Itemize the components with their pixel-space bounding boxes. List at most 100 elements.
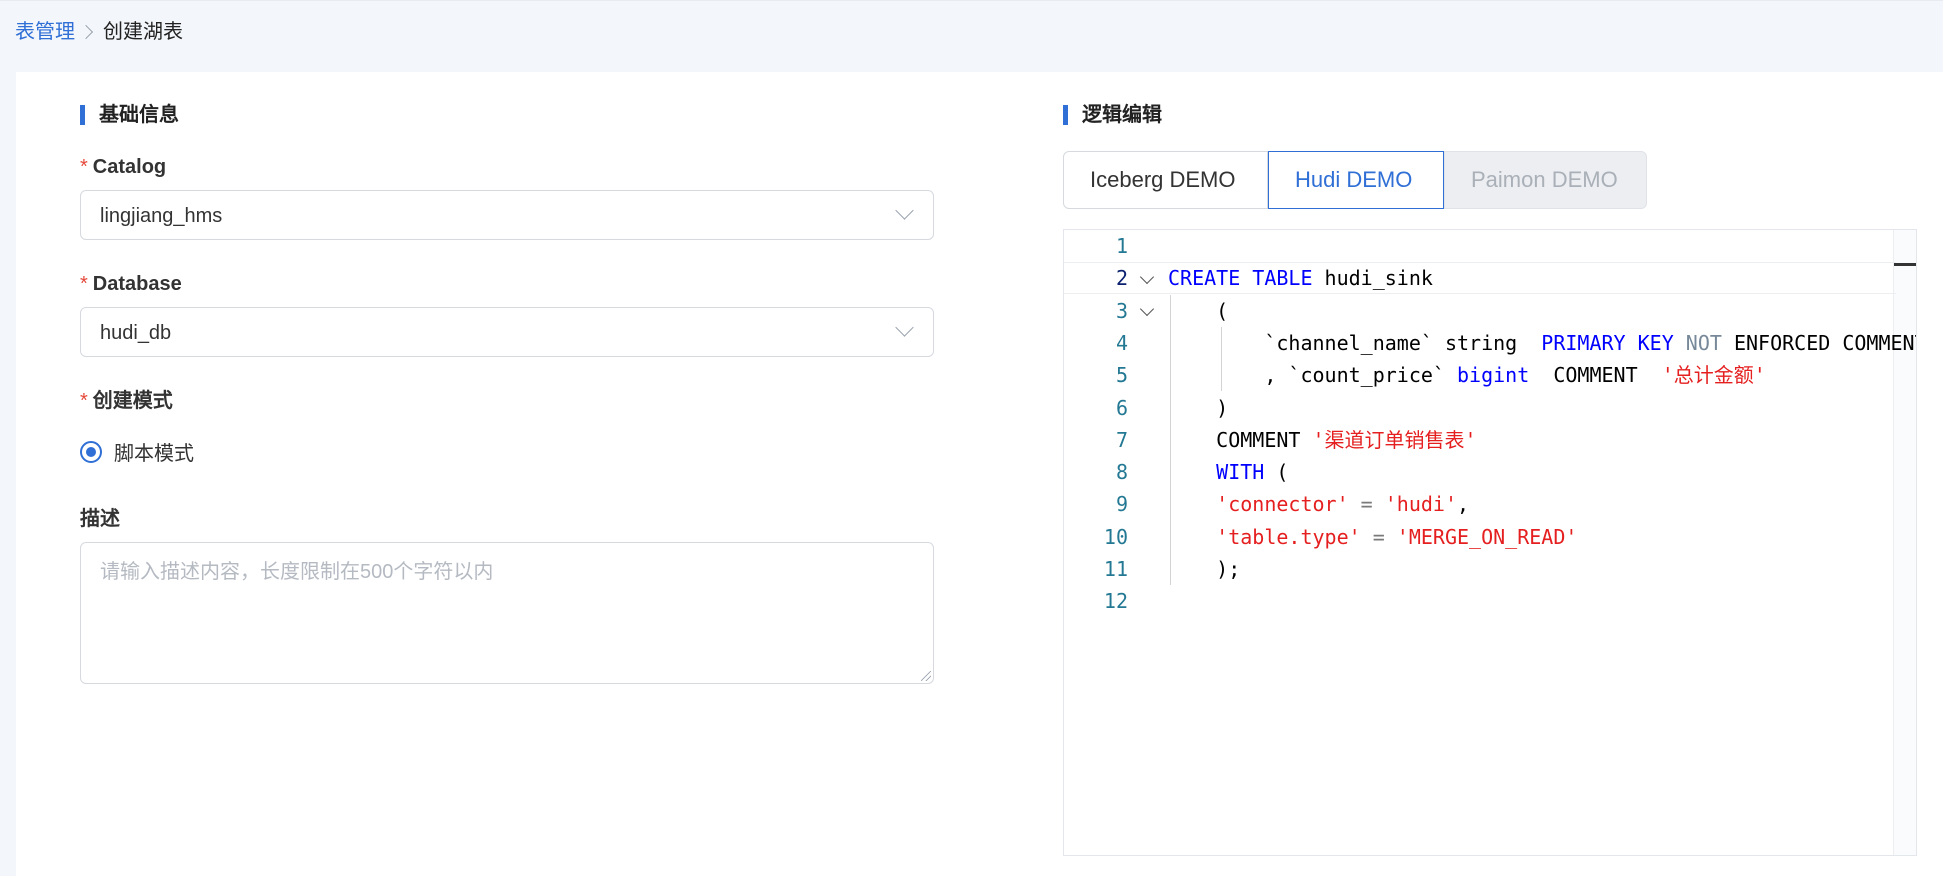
database-select-value: hudi_db — [100, 322, 172, 344]
chevron-right-icon — [78, 24, 94, 40]
line-number: 9 — [1115, 492, 1128, 517]
code-text: ( — [1168, 295, 1228, 327]
code-line-3[interactable]: 3 ( — [1064, 295, 1896, 327]
chevron-down-icon — [895, 318, 914, 337]
code-token: TABLE — [1252, 266, 1313, 291]
code-token: 'MERGE_ON_READ' — [1396, 524, 1578, 549]
line-number: 12 — [1103, 589, 1128, 614]
code-line-2[interactable]: 2 CREATE TABLE hudi_sink — [1064, 262, 1896, 295]
database-label-text: Database — [92, 273, 182, 295]
tab-paimon-demo: Paimon DEMO — [1444, 151, 1647, 209]
code-token — [1168, 492, 1216, 516]
code-text: 'connector' = 'hudi', — [1168, 488, 1469, 520]
code-line-9[interactable]: 9 'connector' = 'hudi', — [1064, 488, 1896, 520]
code-line-6[interactable]: 6 ) — [1064, 392, 1896, 424]
code-token: NOT — [1685, 330, 1722, 355]
line-number: 10 — [1103, 524, 1128, 549]
code-token: PRIMARY KEY — [1541, 330, 1674, 355]
code-token — [1240, 266, 1252, 290]
breadcrumb-parent-link[interactable]: 表管理 — [15, 21, 75, 43]
code-text: WITH ( — [1168, 456, 1288, 488]
breadcrumb-current: 创建湖表 — [103, 21, 183, 43]
line-number: 8 — [1115, 460, 1128, 485]
code-token: 'hudi' — [1384, 492, 1457, 517]
code-token: , `count_price` — [1168, 363, 1457, 388]
code-text: , `count_price` bigint COMMENT '总计金额' — [1168, 359, 1766, 391]
catalog-select-value: lingjiang_hms — [100, 205, 223, 227]
code-token: COMMENT — [1529, 363, 1662, 388]
code-text: ) — [1168, 392, 1228, 424]
code-text: `channel_name` string PRIMARY KEY NOT EN… — [1168, 327, 1917, 359]
fold-chevron-icon[interactable] — [1139, 270, 1155, 285]
create-mode-label-text: 创建模式 — [92, 390, 173, 412]
required-mark: * — [80, 273, 88, 295]
breadcrumb: 表管理 创建湖表 — [15, 19, 183, 45]
line-number: 5 — [1115, 363, 1128, 388]
code-token: 'connector' — [1216, 492, 1349, 517]
scrollbar-position-marker — [1894, 263, 1916, 266]
required-mark: * — [80, 156, 88, 178]
code-token: , — [1457, 492, 1470, 517]
demo-tabs: Iceberg DEMO Hudi DEMO Paimon DEMO — [1063, 151, 1647, 209]
code-line-7[interactable]: 7 COMMENT '渠道订单销售表' — [1064, 424, 1896, 456]
basic-info-title: 基础信息 — [80, 102, 179, 128]
editor-scrollbar[interactable] — [1893, 230, 1916, 855]
script-mode-radio[interactable]: 脚本模式 — [80, 437, 194, 466]
code-token: 'table.type' — [1216, 524, 1361, 549]
catalog-select[interactable]: lingjiang_hms — [80, 190, 934, 240]
code-token: ) — [1168, 395, 1229, 420]
resize-handle-icon[interactable] — [921, 671, 931, 681]
line-number: 11 — [1103, 557, 1128, 581]
line-number: 1 — [1115, 234, 1128, 258]
line-number: 6 — [1115, 395, 1128, 420]
code-token: CREATE — [1168, 266, 1241, 291]
code-line-12[interactable]: 12 — [1064, 585, 1896, 617]
catalog-label: *Catalog — [80, 154, 166, 180]
tab-hudi-demo[interactable]: Hudi DEMO — [1268, 151, 1444, 209]
code-token: ( — [1264, 460, 1289, 485]
code-token: `channel_name` string — [1168, 330, 1542, 355]
line-number: 7 — [1115, 427, 1128, 452]
code-token: bigint — [1456, 363, 1530, 388]
code-line-11[interactable]: 11 ); — [1064, 553, 1896, 585]
top-bar: 表管理 创建湖表 — [0, 0, 1943, 73]
line-number: 2 — [1115, 266, 1128, 291]
code-token — [1674, 331, 1686, 355]
code-text: COMMENT '渠道订单销售表' — [1168, 424, 1476, 456]
code-line-8[interactable]: 8 WITH ( — [1064, 456, 1896, 488]
indent-guide — [1170, 294, 1171, 586]
create-mode-label: *创建模式 — [80, 388, 173, 414]
fold-chevron-icon[interactable] — [1139, 301, 1155, 316]
code-text: 'table.type' = 'MERGE_ON_READ' — [1168, 521, 1577, 553]
indent-guide — [1221, 326, 1222, 392]
catalog-label-text: Catalog — [92, 156, 167, 178]
radio-checked-icon[interactable] — [80, 440, 102, 463]
chevron-down-icon — [895, 201, 914, 220]
code-token: WITH — [1216, 460, 1265, 485]
page-gutter — [0, 72, 16, 876]
code-token: hudi_sink — [1312, 266, 1433, 291]
code-token — [1168, 460, 1216, 484]
code-text: CREATE TABLE hudi_sink — [1168, 263, 1433, 293]
code-token: ); — [1168, 557, 1241, 581]
script-mode-label: 脚本模式 — [114, 443, 194, 465]
code-token: ENFORCED COMMENT — [1721, 330, 1917, 355]
code-token — [1168, 525, 1216, 549]
description-input[interactable] — [80, 542, 934, 684]
description-label: 描述 — [80, 508, 120, 530]
code-token: COMMENT — [1168, 427, 1313, 452]
code-line-1[interactable]: 1 — [1064, 230, 1896, 262]
code-line-4[interactable]: 4 `channel_name` string PRIMARY KEY NOT … — [1064, 327, 1916, 359]
code-line-5[interactable]: 5 , `count_price` bigint COMMENT '总计金额' — [1064, 359, 1896, 391]
database-select[interactable]: hudi_db — [80, 307, 934, 357]
line-number: 4 — [1115, 330, 1128, 355]
database-label: *Database — [80, 271, 182, 297]
tab-iceberg-demo[interactable]: Iceberg DEMO — [1063, 151, 1268, 209]
code-line-10[interactable]: 10 'table.type' = 'MERGE_ON_READ' — [1064, 521, 1896, 553]
code-text: ); — [1168, 553, 1240, 585]
code-token: = — [1360, 524, 1397, 549]
line-number: 3 — [1115, 298, 1128, 323]
code-token: = — [1348, 492, 1385, 517]
code-token: '总计金额' — [1661, 363, 1766, 388]
